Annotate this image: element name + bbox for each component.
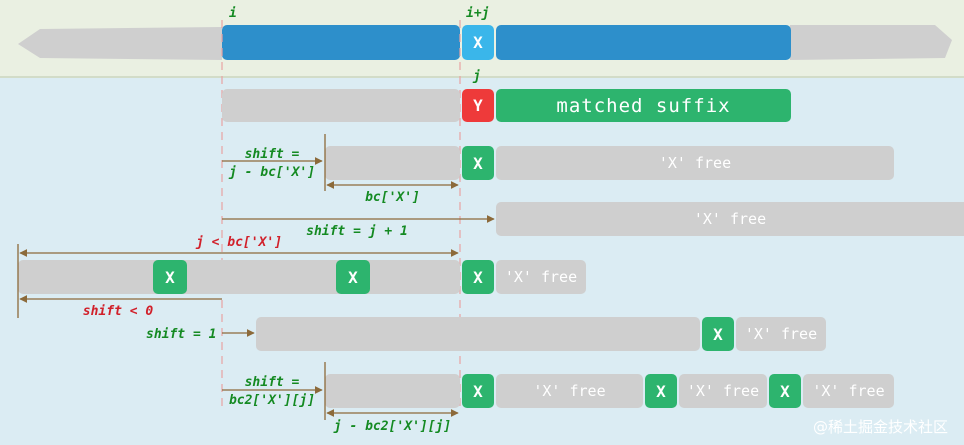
case3-shift-label: shift < 0 <box>82 304 154 319</box>
case1-x-free: 'X' free <box>496 146 894 180</box>
pattern-mismatch-label: Y <box>473 96 483 115</box>
case5-x-free-second-label: 'X' free <box>686 382 760 400</box>
case2-shift-label: shift = j + 1 <box>306 224 408 239</box>
case5-x-first-label: X <box>473 381 483 401</box>
case5-shift-label: shift = <box>244 375 300 390</box>
case5-x-second: X <box>645 374 677 408</box>
pattern-prefix <box>222 89 460 122</box>
case1-x-free-label: 'X' free <box>658 154 732 172</box>
case5-x-third-label: X <box>780 381 790 401</box>
case3-condition-label: j < bc['X'] <box>195 235 283 250</box>
case3-pattern-prefix <box>18 260 460 294</box>
text-segment-left <box>222 25 460 60</box>
case1-shift-formula: j - bc['X'] <box>228 165 316 180</box>
case3-x-free-label: 'X' free <box>504 268 578 286</box>
case4-x-free: 'X' free <box>736 317 826 351</box>
case1-x: X <box>462 146 494 180</box>
case4-shift-label: shift = 1 <box>146 327 217 342</box>
label-i: i <box>229 6 237 21</box>
matched-suffix: matched suffix <box>496 89 791 122</box>
case4-x: X <box>702 317 734 351</box>
case5-x-free-third: 'X' free <box>803 374 894 408</box>
text-char-x-label: X <box>473 33 483 52</box>
case3-x-second: X <box>336 260 370 294</box>
case4-pattern-prefix <box>256 317 700 351</box>
pattern-mismatch-y: Y <box>462 89 494 122</box>
matched-suffix-label: matched suffix <box>556 94 731 117</box>
case3-x-first: X <box>153 260 187 294</box>
text-segment-right <box>496 25 791 60</box>
case3-x-aligned: X <box>462 260 494 294</box>
case2-x-free-label: 'X' free <box>693 210 767 228</box>
case1-pattern-prefix <box>325 146 460 180</box>
case5-shift-formula: bc2['X'][j] <box>228 393 316 408</box>
case4-x-label: X <box>713 324 723 344</box>
case4-x-free-label: 'X' free <box>744 325 818 343</box>
case2-x-free: 'X' free <box>496 202 964 236</box>
case5-x-second-label: X <box>656 381 666 401</box>
case3-x-free: 'X' free <box>496 260 586 294</box>
case5-x-free-first-label: 'X' free <box>533 382 606 400</box>
case1-shift-label: shift = <box>244 147 300 162</box>
case5-pattern-prefix <box>325 374 460 408</box>
case5-x-third: X <box>769 374 801 408</box>
text-strip-shape <box>18 27 222 60</box>
case5-x-first: X <box>462 374 494 408</box>
case3-x-first-label: X <box>165 267 175 287</box>
case3-x-aligned-label: X <box>473 267 483 287</box>
case5-x-free-second: 'X' free <box>679 374 767 408</box>
text-strip-tail <box>790 25 952 60</box>
case5-distance-label: j - bc2['X'][j] <box>333 419 452 434</box>
text-char-x: X <box>462 25 494 60</box>
case1-x-label: X <box>473 153 483 173</box>
label-j: j <box>473 69 481 84</box>
case3-x-second-label: X <box>348 267 358 287</box>
case5-x-free-first: 'X' free <box>496 374 643 408</box>
case5-x-free-third-label: 'X' free <box>812 382 885 400</box>
case1-bc-label: bc['X'] <box>365 190 420 205</box>
band-divider <box>0 76 964 78</box>
label-i-plus-j: i+j <box>466 6 490 21</box>
watermark: @稀土掘金技术社区 <box>812 418 948 436</box>
